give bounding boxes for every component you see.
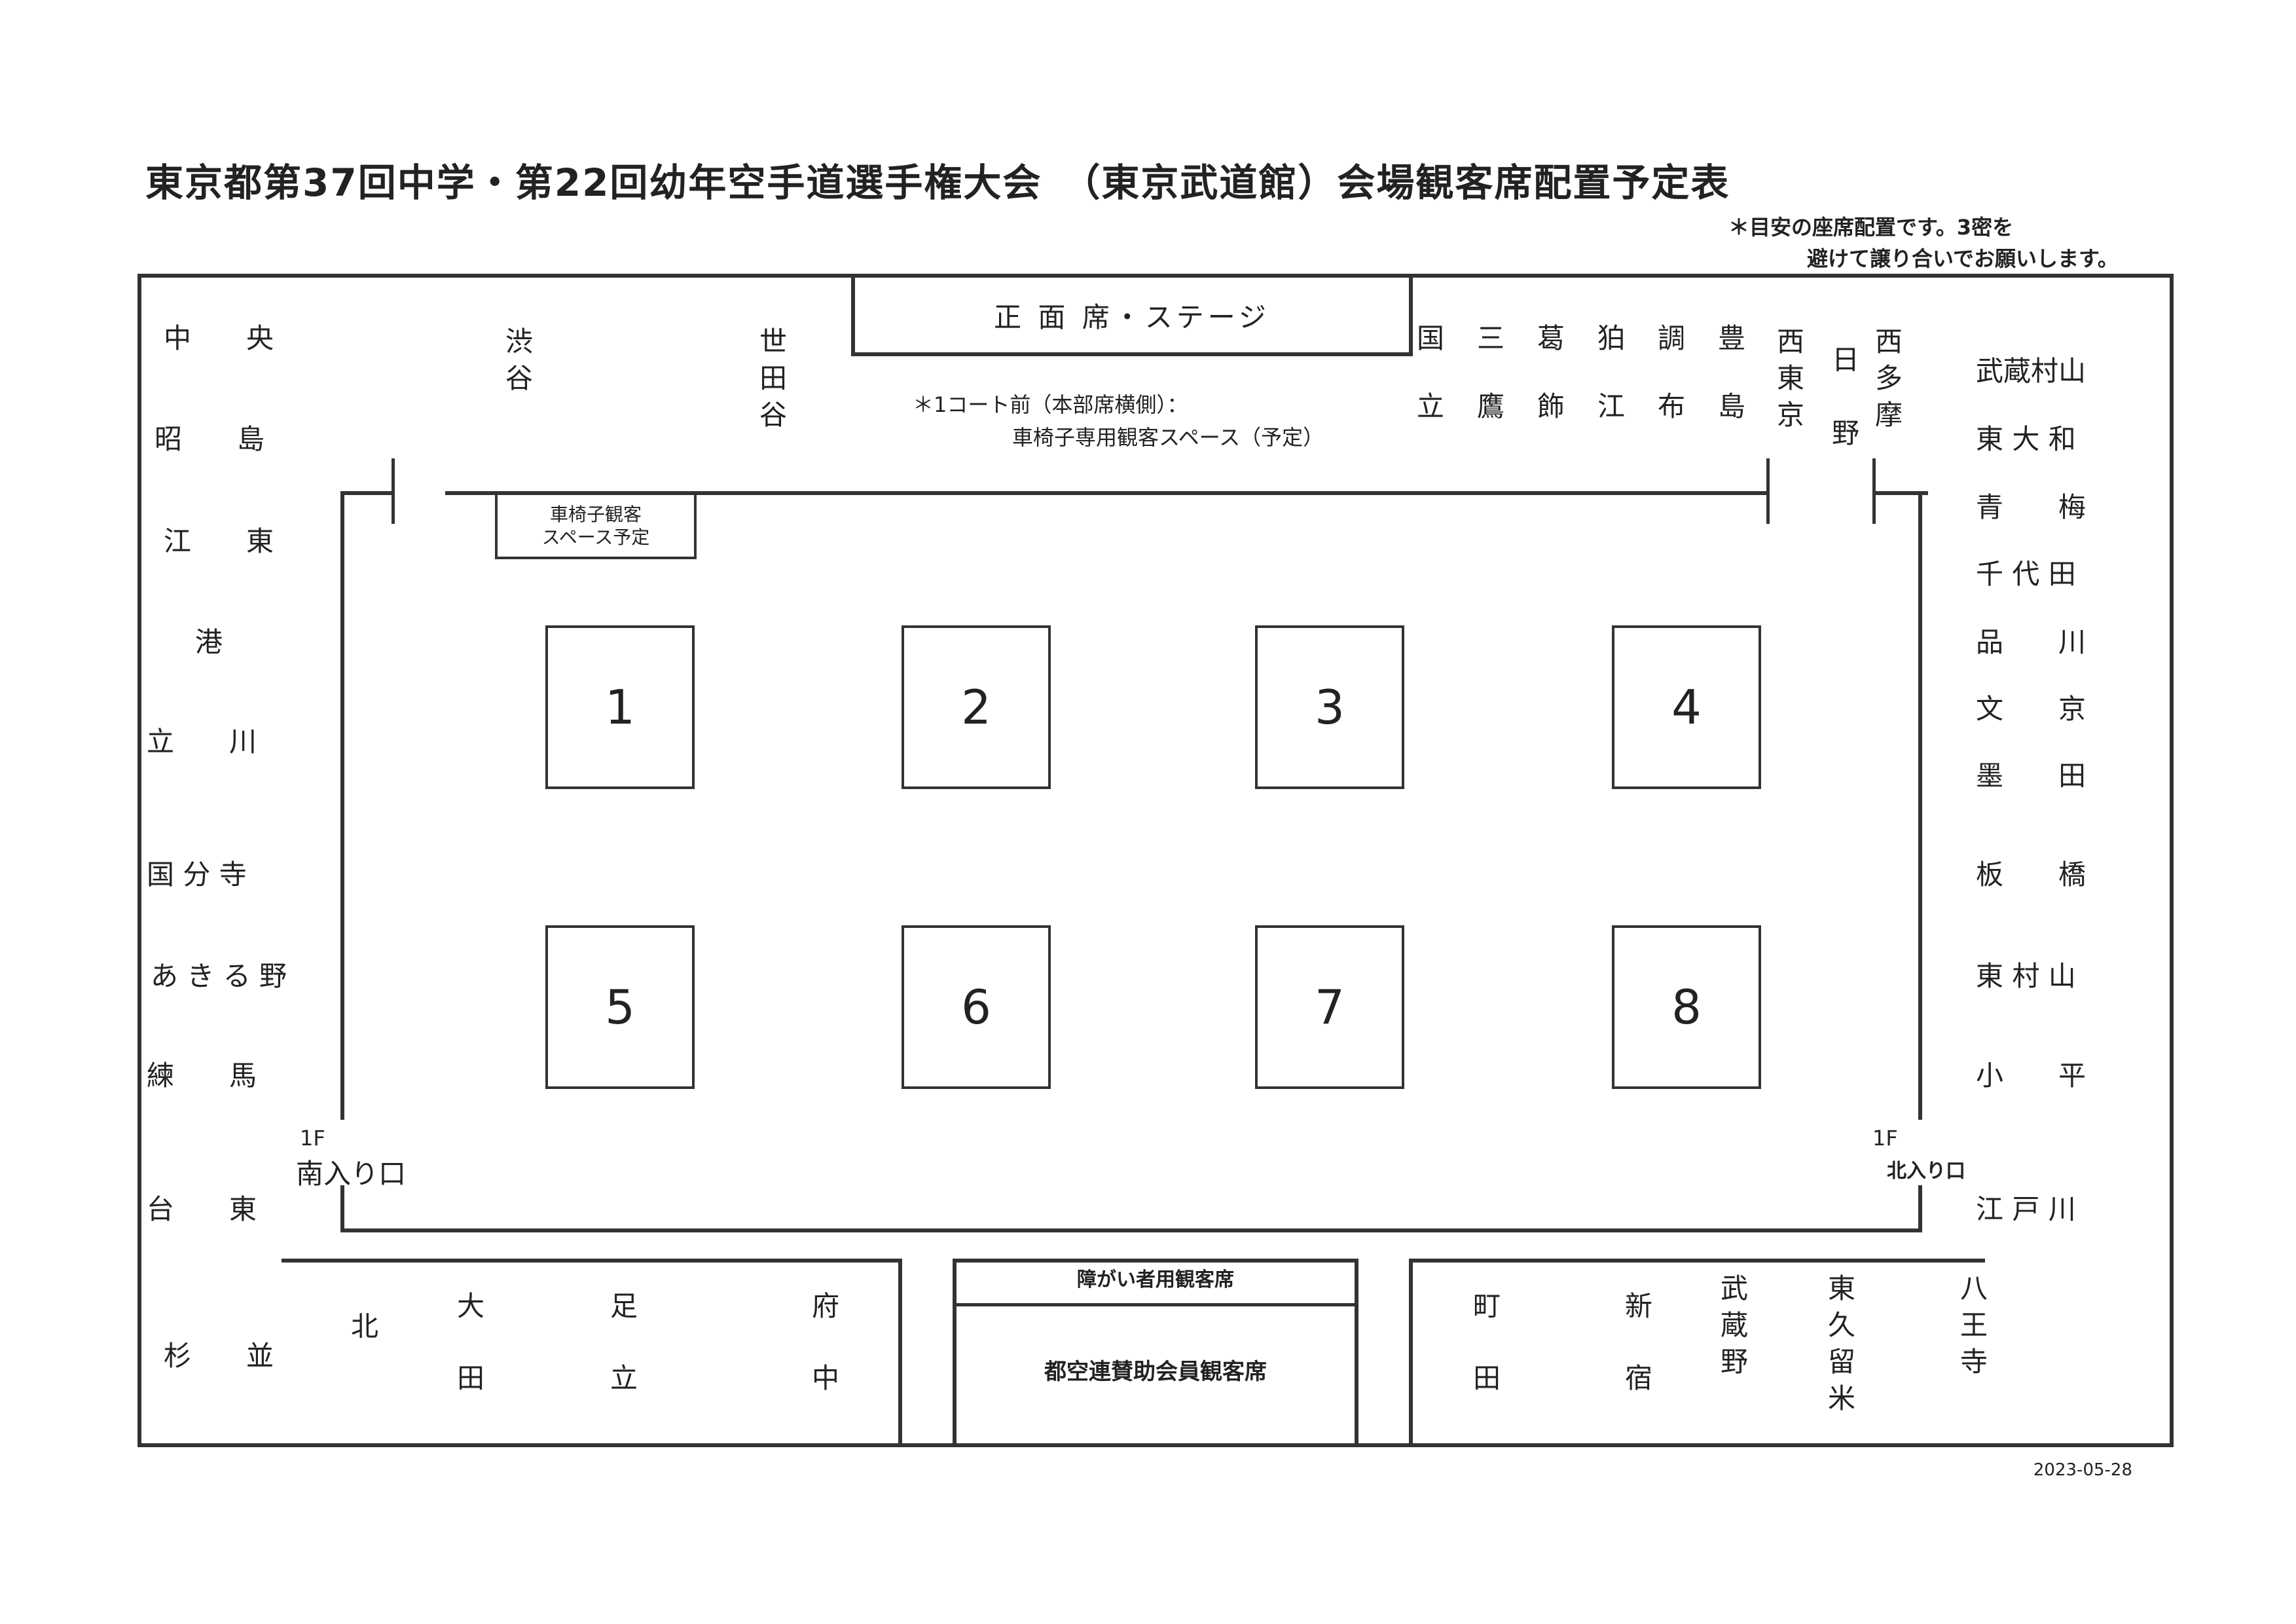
arena-right-edge-top: [1918, 491, 1922, 1120]
wheelchair-space-box: 車椅子観客 スペース予定: [495, 492, 697, 559]
top-area-center-row-2: 立 鷹 飾 江 布 島: [1417, 390, 1749, 422]
wheelchair-note-line-2: 車椅子専用観客スペース（予定）: [1012, 425, 1324, 450]
right-area-edogawa: 江 戸 川: [1976, 1193, 2076, 1225]
right-area-sumida: 墨 田: [1976, 760, 2086, 792]
bottom-area-ota: 大田: [456, 1290, 484, 1394]
wheelchair-note-line-1: ＊1コート前（本部席横側）：: [913, 392, 1188, 417]
arena-gate-left: [392, 458, 395, 524]
arena-gate-right-1: [1766, 458, 1770, 524]
left-area-suginami: 杉 並: [164, 1340, 274, 1372]
left-area-taito: 台 東: [147, 1193, 257, 1225]
arena-top-edge-left: [340, 491, 393, 495]
arena-right-edge-bottom: [1918, 1185, 1922, 1232]
top-area-shibuya: 渋谷: [505, 325, 533, 394]
bottom-right-stand-top: [1409, 1259, 1985, 1263]
court-7: 7: [1255, 925, 1404, 1089]
stage-seating: 正 面 席・ステージ: [851, 274, 1413, 356]
top-area-nishitokyo: 西東京: [1776, 325, 1804, 431]
court-3: 3: [1255, 625, 1404, 789]
right-area-higashimurayama: 東 村 山: [1976, 960, 2076, 992]
right-area-higashiyamato: 東 大 和: [1976, 423, 2076, 455]
left-area-tachikawa: 立 川: [147, 726, 257, 758]
stage-label: 正 面 席・ステージ: [994, 301, 1270, 333]
note-line-1: ＊目安の座席配置です。3密を: [1728, 215, 2014, 240]
wheelchair-box-line-1: 車椅子観客: [549, 504, 642, 525]
right-area-chiyoda: 千 代 田: [1976, 558, 2076, 590]
court-5: 5: [545, 925, 695, 1089]
page-title: 東京都第37回中学・第22回幼年空手道選手権大会 （東京武道館）会場観客席配置予…: [145, 160, 1730, 205]
north-entrance-label: 北入り口: [1887, 1160, 1965, 1183]
arena-left-edge-top: [340, 491, 344, 1120]
right-area-itabashi: 板 橋: [1976, 858, 2086, 891]
court-6: 6: [902, 925, 1051, 1089]
left-area-chuo: 中 央: [164, 322, 274, 354]
left-area-koto: 江 東: [164, 525, 274, 557]
arena-top-edge-center: [445, 491, 1768, 495]
top-area-setagaya: 世田谷: [759, 325, 787, 431]
court-4: 4: [1612, 625, 1761, 789]
left-area-minato: 港: [195, 626, 223, 658]
note-line-2: 避けて譲り合いでお願いします。: [1807, 246, 2119, 271]
right-area-musashimurayama: 武蔵村山: [1976, 355, 2086, 387]
supporting-members-seating-label: 都空連賛助会員観客席: [1044, 1359, 1267, 1385]
bottom-area-fuchu: 府中: [811, 1290, 839, 1394]
court-2: 2: [902, 625, 1051, 789]
arena-bottom-edge: [340, 1228, 1922, 1232]
bottom-area-higashikurume: 東久留米: [1827, 1272, 1855, 1414]
right-area-bunkyo: 文 京: [1976, 693, 2086, 725]
bottom-area-hachioji: 八王寺: [1959, 1272, 1988, 1378]
bottom-center-stand: [953, 1259, 1358, 1447]
right-area-kodaira: 小 平: [1976, 1060, 2086, 1092]
arena-gate-right-2: [1872, 458, 1876, 524]
left-area-kokubunji: 国 分 寺: [147, 858, 247, 891]
court-8: 8: [1612, 925, 1761, 1089]
arena-left-edge-bottom: [340, 1185, 344, 1232]
south-entrance-label: 南入り口: [296, 1158, 407, 1190]
bottom-area-musashino: 武蔵野: [1720, 1272, 1748, 1378]
north-entrance-floor: 1F: [1872, 1126, 1898, 1151]
right-area-shinagawa: 品 川: [1976, 626, 2086, 658]
south-entrance-floor: 1F: [300, 1126, 325, 1151]
bottom-area-shinjuku: 新宿: [1624, 1290, 1652, 1394]
top-area-hino: 日 野: [1831, 344, 1887, 449]
arena-top-edge-right: [1876, 491, 1928, 495]
wheelchair-box-line-2: スペース予定: [541, 526, 650, 548]
bottom-area-machida: 町田: [1472, 1290, 1501, 1394]
bottom-area-kita: 北: [350, 1310, 378, 1342]
bottom-left-stand-top: [282, 1259, 902, 1263]
right-area-ome: 青 梅: [1976, 491, 2086, 523]
accessible-seating-label: 障がい者用観客席: [1077, 1268, 1234, 1291]
left-area-nerima: 練 馬: [147, 1060, 257, 1092]
bottom-center-divider: [953, 1303, 1358, 1306]
document-date: 2023-05-28: [2033, 1460, 2132, 1480]
left-area-akishima: 昭 島: [155, 423, 265, 455]
left-area-akiruno: あ き る 野: [151, 960, 287, 992]
top-area-nishitama: 西多摩: [1874, 325, 1903, 431]
bottom-area-adachi: 足立: [610, 1290, 638, 1394]
bottom-right-stand-left: [1409, 1259, 1413, 1447]
court-1: 1: [545, 625, 695, 789]
bottom-left-stand-right: [898, 1259, 902, 1447]
top-area-center-row-1: 国 三 葛 狛 調 豊: [1417, 322, 1749, 354]
